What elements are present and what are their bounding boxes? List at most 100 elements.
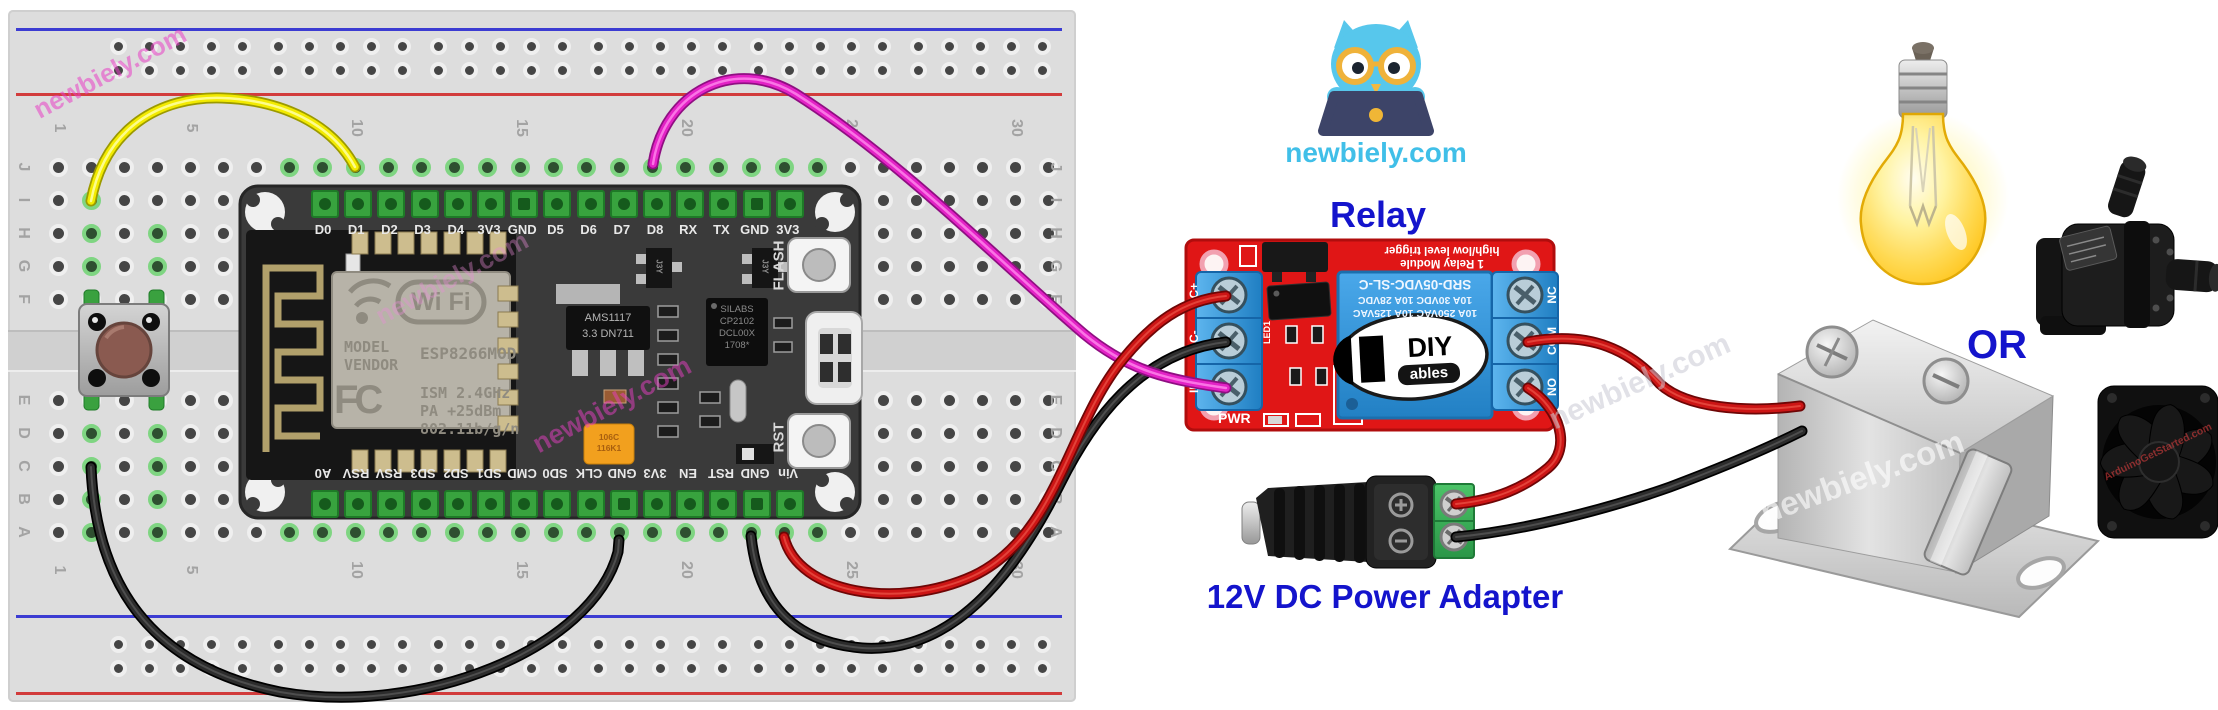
column-number: 10 — [348, 561, 365, 579]
breadboard-hole — [906, 157, 926, 177]
row-letter: H — [1047, 227, 1064, 239]
column-number: 15 — [513, 561, 530, 579]
column-number: 20 — [678, 561, 695, 579]
breadboard-hole — [246, 456, 266, 476]
rail-hole — [940, 61, 958, 79]
shield-ism: ISM 2.4GHz — [420, 384, 511, 402]
relay-cube-model: SRD-05VDC-SL-C — [1358, 277, 1472, 292]
breadboard-hole — [840, 190, 860, 210]
breadboard-hole — [477, 157, 497, 177]
breadboard-hole — [378, 256, 398, 276]
breadboard-hole — [81, 289, 101, 309]
breadboard-hole — [576, 157, 596, 177]
breadboard-hole — [939, 256, 959, 276]
rail-hole — [971, 635, 989, 653]
row-letter: E — [15, 394, 32, 406]
breadboard-hole — [741, 423, 761, 443]
column-number: 5 — [183, 123, 200, 133]
breadboard-hole — [246, 157, 266, 177]
breadboard-hole — [906, 390, 926, 410]
breadboard-hole — [147, 190, 167, 210]
rail-hole — [749, 659, 767, 677]
rail-hole — [171, 61, 189, 79]
rail-hole — [713, 61, 731, 79]
rail-hole — [620, 37, 638, 55]
rail-hole — [589, 61, 607, 79]
breadboard-hole — [180, 157, 200, 177]
rail-hole — [682, 659, 700, 677]
breadboard-hole — [873, 423, 893, 443]
rail-hole — [491, 37, 509, 55]
rail-hole — [780, 61, 798, 79]
breadboard-hole — [279, 489, 299, 509]
pwr-label: PWR — [1218, 410, 1251, 426]
rail-hole — [202, 61, 220, 79]
breadboard-hole — [114, 223, 134, 243]
rail-hole — [269, 635, 287, 653]
rail-hole — [553, 37, 571, 55]
row-letter: D — [1047, 427, 1064, 439]
or-annotation: OR — [1967, 323, 2027, 367]
breadboard-hole — [873, 456, 893, 476]
rail-hole — [682, 61, 700, 79]
rail-hole — [429, 37, 447, 55]
relay-terminal-label-left: DC- — [1187, 330, 1201, 352]
breadboard-hole — [48, 223, 68, 243]
breadboard-hole — [81, 223, 101, 243]
rail-hole — [651, 61, 669, 79]
rail-hole — [1033, 61, 1051, 79]
breadboard-hole — [741, 157, 761, 177]
breadboard-hole — [48, 456, 68, 476]
breadboard-hole — [708, 390, 728, 410]
shield-pa: PA +25dBm — [420, 402, 502, 420]
breadboard-hole — [510, 522, 530, 542]
rail-hole — [522, 37, 540, 55]
rail-hole — [651, 635, 669, 653]
rail-hole — [1033, 659, 1051, 677]
breadboard-hole — [972, 423, 992, 443]
shield-module-name: ESP8266MOD — [420, 344, 517, 363]
rail-hole — [460, 659, 478, 677]
rail-hole — [651, 659, 669, 677]
breadboard-hole — [873, 489, 893, 509]
rail-hole — [553, 61, 571, 79]
rail-hole — [460, 61, 478, 79]
rail-hole — [553, 635, 571, 653]
breadboard-hole — [48, 289, 68, 309]
usb-chip-marking: SILABS — [720, 304, 754, 315]
breadboard-hole — [873, 157, 893, 177]
rail-hole — [331, 37, 349, 55]
rail-hole — [909, 659, 927, 677]
rail-blue-top — [16, 28, 1062, 31]
rail-hole — [842, 37, 860, 55]
breadboard-hole — [411, 522, 431, 542]
breadboard-hole — [345, 289, 365, 309]
rail-hole — [522, 635, 540, 653]
rail-hole — [842, 659, 860, 677]
rail-hole — [1002, 635, 1020, 653]
nodemcu-pin-bottom — [543, 490, 572, 518]
rail-hole — [393, 37, 411, 55]
rail-hole — [749, 635, 767, 653]
rail-hole — [620, 659, 638, 677]
row-letter: A — [15, 526, 32, 538]
column-number: 25 — [843, 119, 860, 137]
rail-hole — [171, 659, 189, 677]
row-letter: E — [1047, 394, 1064, 406]
rail-hole — [491, 61, 509, 79]
breadboard-hole — [246, 522, 266, 542]
row-letter: G — [1047, 259, 1064, 273]
rail-hole — [971, 61, 989, 79]
relay-terminal-label-left: DC+ — [1187, 282, 1201, 308]
breadboard-hole — [345, 256, 365, 276]
rail-hole — [491, 659, 509, 677]
breadboard-hole — [774, 522, 794, 542]
breadboard-hole — [114, 256, 134, 276]
rail-hole — [171, 635, 189, 653]
rail-hole — [811, 659, 829, 677]
breadboard-hole — [246, 190, 266, 210]
breadboard-hole — [642, 289, 662, 309]
breadboard-hole — [840, 289, 860, 309]
breadboard-hole — [972, 489, 992, 509]
breadboard-hole — [147, 456, 167, 476]
